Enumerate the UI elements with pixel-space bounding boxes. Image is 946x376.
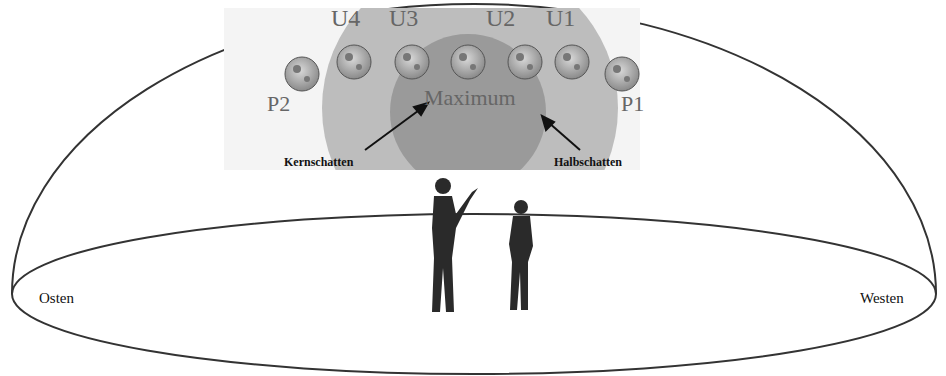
person-standing bbox=[509, 200, 533, 310]
moon bbox=[555, 45, 589, 79]
contact-label: U4 bbox=[331, 6, 360, 30]
leader-lines bbox=[365, 103, 580, 150]
sky-dome bbox=[12, 4, 936, 294]
moon-sequence bbox=[285, 45, 639, 91]
maximum-label: Maximum bbox=[424, 87, 516, 109]
moon bbox=[395, 45, 429, 79]
person-pointing bbox=[432, 178, 478, 312]
moon bbox=[605, 57, 639, 91]
moon bbox=[285, 57, 319, 91]
umbra-disk bbox=[390, 34, 546, 170]
observers bbox=[432, 178, 533, 312]
penumbra-disk bbox=[322, 8, 618, 170]
moon bbox=[508, 45, 542, 79]
leader-line bbox=[548, 122, 580, 150]
moon bbox=[451, 45, 485, 79]
contact-label: P2 bbox=[267, 93, 290, 115]
contact-label: P1 bbox=[621, 93, 644, 115]
umbra-label: Kernschatten bbox=[284, 156, 353, 168]
shadow-group bbox=[322, 8, 618, 170]
arrow-head bbox=[542, 116, 554, 130]
direction-label: Osten bbox=[39, 291, 74, 306]
horizon-ellipse bbox=[12, 214, 936, 374]
leader-line bbox=[365, 108, 422, 150]
contact-label: U1 bbox=[546, 6, 575, 30]
penumbra-label: Halbschatten bbox=[554, 156, 622, 168]
moon bbox=[337, 45, 371, 79]
contact-label: U3 bbox=[389, 6, 418, 30]
direction-label: Westen bbox=[860, 291, 904, 306]
contact-label: U2 bbox=[486, 6, 515, 30]
